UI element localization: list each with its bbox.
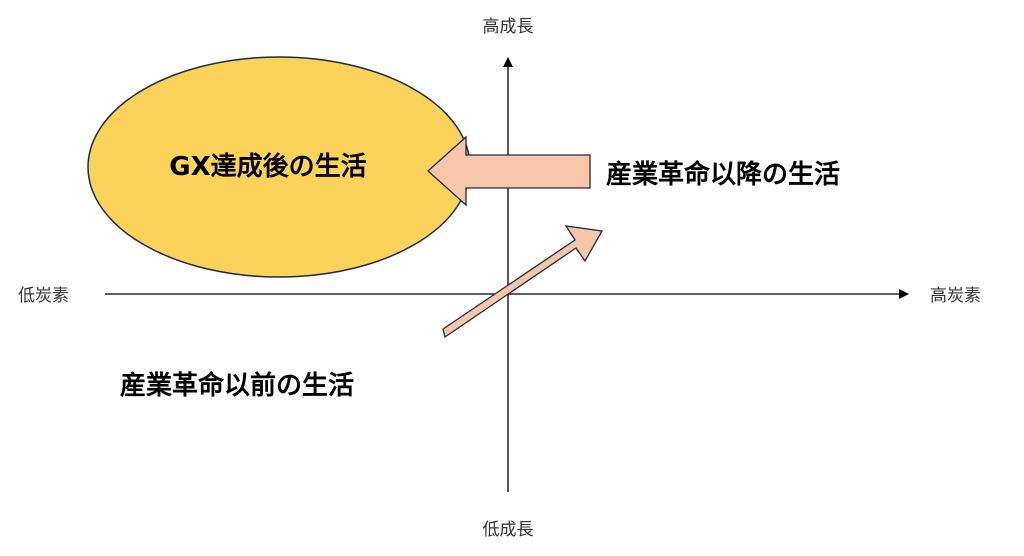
diagonal-arrow (442, 225, 604, 339)
axis-label-top: 高成長 (483, 17, 534, 37)
label-industrial-before: 産業革命以前の生活 (120, 370, 354, 401)
axis-label-left: 低炭素 (18, 286, 69, 306)
label-industrial-after: 産業革命以降の生活 (606, 159, 840, 190)
axis-label-bottom: 低成長 (483, 520, 534, 540)
left-arrow (427, 135, 591, 207)
axis-label-right: 高炭素 (930, 286, 981, 306)
label-gx: GX達成後の生活 (169, 151, 366, 182)
